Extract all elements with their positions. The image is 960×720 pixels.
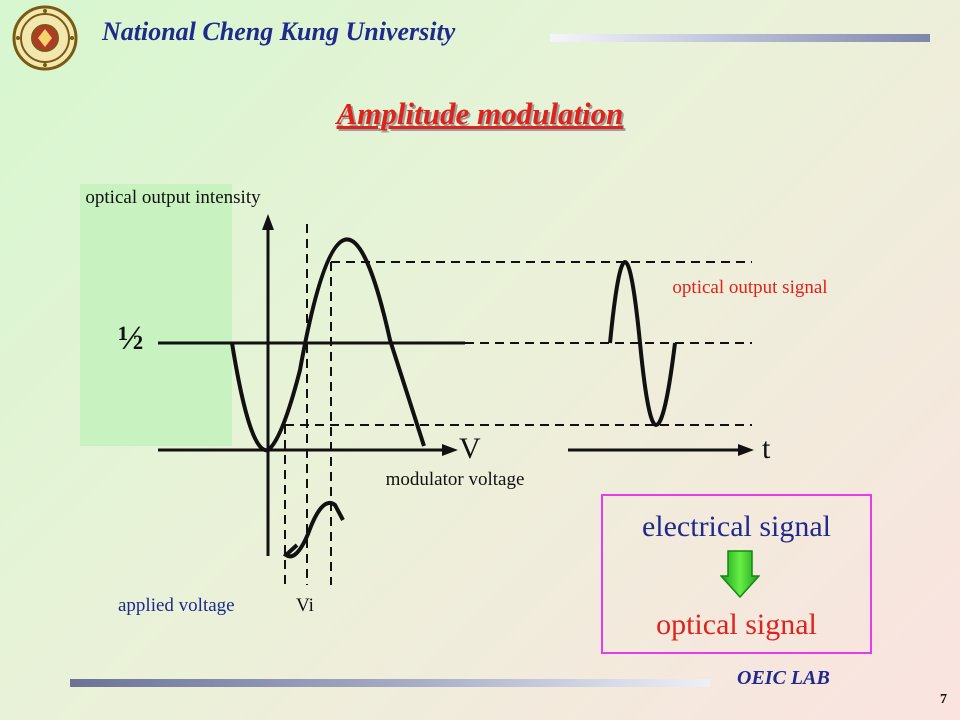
university-name: National Cheng Kung University (102, 17, 456, 46)
lab-name: OEIC LAB (737, 667, 830, 689)
vi-symbol: Vi (296, 595, 314, 616)
intensity-axis-arrowhead (262, 214, 274, 230)
electrical-signal-label: electrical signal (641, 510, 832, 543)
down-arrow-icon (720, 550, 760, 598)
time-axis-symbol: t (762, 432, 771, 465)
footer-bar (70, 679, 710, 687)
voltage-axis-label: modulator voltage (385, 469, 525, 490)
conversion-box: electrical signal optical signal (601, 494, 872, 654)
intensity-axis-label: optical output intensity (85, 187, 261, 208)
voltage-axis-symbol: V (459, 432, 481, 465)
optical-output-label: optical output signal (672, 277, 828, 298)
page-number: 7 (940, 692, 947, 707)
transfer-curve (230, 237, 426, 453)
voltage-axis-arrowhead (442, 444, 458, 456)
optical-signal-label: optical signal (656, 608, 817, 641)
applied-voltage-waveform (282, 501, 345, 559)
university-seal-icon (12, 5, 78, 71)
optical-output-waveform (608, 259, 677, 428)
slide-title: Amplitude modulation (336, 96, 624, 131)
applied-voltage-label: applied voltage (118, 595, 235, 616)
intensity-panel (80, 184, 232, 446)
header-bar (550, 34, 930, 42)
half-level-label: ½ (118, 320, 144, 357)
time-axis-arrowhead (738, 444, 754, 456)
